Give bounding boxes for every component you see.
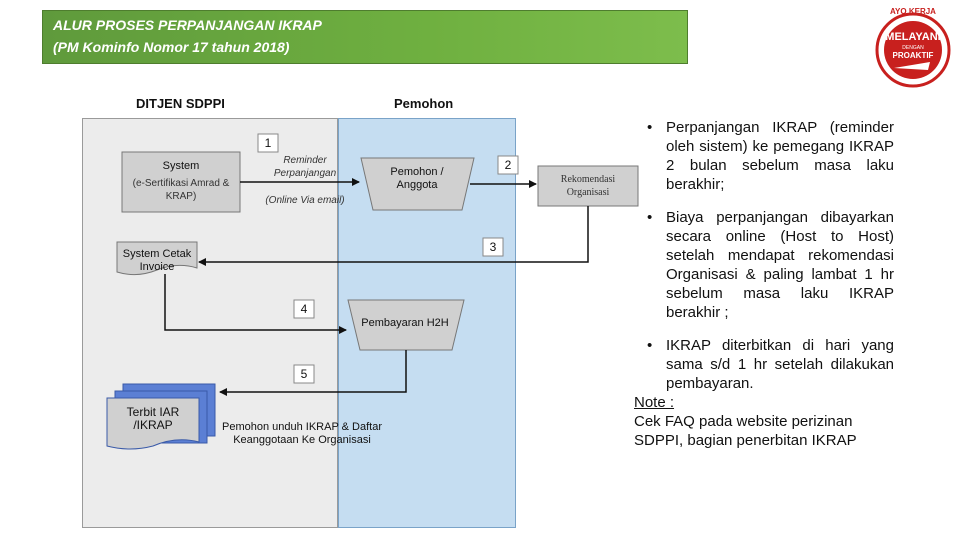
bullet-text-1: Perpanjangan IKRAP (reminder oleh sistem… xyxy=(666,119,894,193)
arrow-to-invoice xyxy=(198,206,589,266)
cetak-invoice-label: System Cetak Invoice xyxy=(122,248,192,273)
step-2: 2 xyxy=(504,158,512,172)
note-text: Cek FAQ pada website perizinan SDPPI, ba… xyxy=(634,413,857,449)
step-4-badge xyxy=(293,299,315,319)
cetak-invoice-shape xyxy=(116,241,198,276)
arrow-to-pembayaran xyxy=(164,274,347,334)
title-line-1: ALUR PROSES PERPANJANGAN IKRAP xyxy=(53,17,322,33)
title-bar: ALUR PROSES PERPANJANGAN IKRAP (PM Komin… xyxy=(42,10,688,64)
system-title: System xyxy=(162,160,200,172)
logo-top-text: AYO KERJA xyxy=(890,7,936,16)
bullet-item-2: • Biaya perpanjangan dibayarkan secara o… xyxy=(630,208,894,322)
bullet-item-3: • IKRAP diterbitkan di hari yang sama s/… xyxy=(630,336,894,393)
step-5: 5 xyxy=(300,367,308,381)
logo-arrow-mark xyxy=(894,62,930,70)
doc-stack-front xyxy=(106,397,200,450)
step-4: 4 xyxy=(300,302,308,316)
step-3: 3 xyxy=(489,240,497,254)
terbit-label: Terbit IAR /IKRAP xyxy=(126,405,180,432)
bullet-text-2: Biaya perpanjangan dibayarkan secara onl… xyxy=(666,209,894,321)
step-1: 1 xyxy=(264,136,272,150)
system-subtitle: (e-Sertifikasi Amrad & KRAP) xyxy=(132,178,230,202)
logo-sub-text: DENGAN xyxy=(902,45,924,51)
reminder-channel-label: (Online Via email) xyxy=(265,195,345,206)
title-line-2: (PM Kominfo Nomor 17 tahun 2018) xyxy=(53,39,290,55)
melayani-logo: AYO KERJA MELAYANI DENGAN PROAKTIF xyxy=(872,4,954,92)
pembayaran-shape xyxy=(347,299,465,351)
bullet-dot: • xyxy=(647,337,653,354)
step-1-badge xyxy=(257,133,279,153)
logo-main-text: MELAYANI xyxy=(885,31,940,43)
bullet-item-1: • Perpanjangan IKRAP (reminder oleh sist… xyxy=(630,118,894,194)
bullet-text-3: IKRAP diterbitkan di hari yang sama s/d … xyxy=(666,337,894,392)
bullet-dot: • xyxy=(647,119,653,136)
rekomendasi-label: Rekomendasi Organisasi xyxy=(560,174,616,198)
step-2-badge xyxy=(497,155,519,175)
arrow-to-terbit xyxy=(219,350,407,396)
reminder-label: Reminder Perpanjangan xyxy=(273,155,337,179)
step-5-badge xyxy=(293,364,315,384)
pemohon-shape xyxy=(360,157,475,211)
pembayaran-label: Pembayaran H2H xyxy=(361,317,449,329)
note-heading: Note : xyxy=(634,394,675,411)
unduh-label: Pemohon unduh IKRAP & Daftar Keanggotaan… xyxy=(222,421,383,446)
bullet-list: • Perpanjangan IKRAP (reminder oleh sist… xyxy=(630,118,894,450)
logo-sub2-text: PROAKTIF xyxy=(893,51,934,60)
pemohon-label: Pemohon / Anggota xyxy=(390,166,444,191)
lane-label-sdppi: DITJEN SDPPI xyxy=(136,96,225,111)
step-3-badge xyxy=(482,237,504,257)
lane-label-pemohon: Pemohon xyxy=(394,96,454,111)
bullet-dot: • xyxy=(647,209,653,226)
system-box xyxy=(121,151,241,213)
